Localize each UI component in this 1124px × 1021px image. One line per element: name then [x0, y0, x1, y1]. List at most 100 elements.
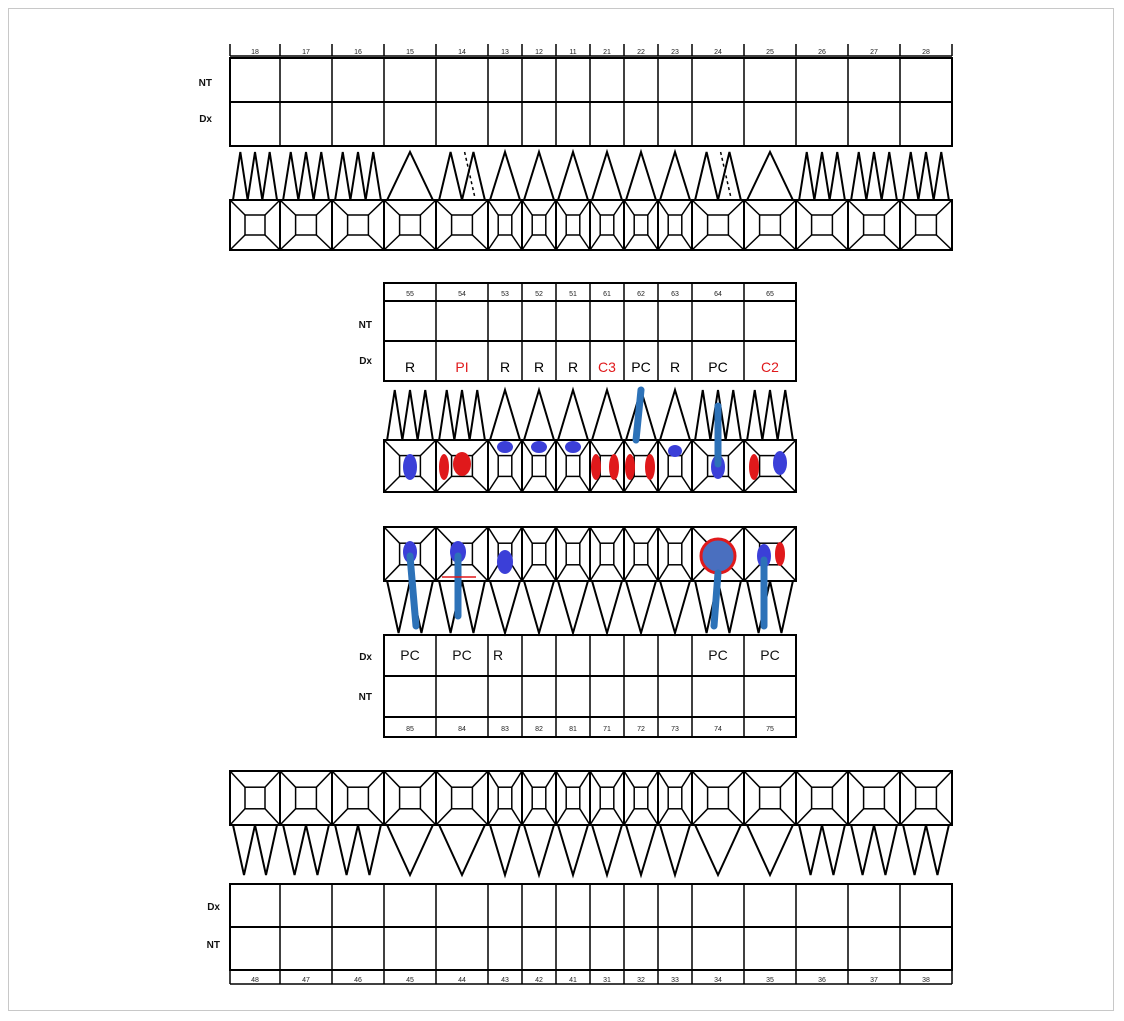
crown-line	[472, 200, 488, 215]
crown-line	[436, 809, 452, 825]
tooth-roots	[799, 152, 845, 200]
tooth-roots	[490, 825, 520, 875]
crown-line	[624, 565, 634, 581]
lesion-mark	[497, 441, 513, 453]
crown-line	[420, 440, 436, 456]
crown-line	[332, 809, 348, 825]
dx-value: PI	[455, 359, 468, 375]
crown-line	[546, 527, 556, 543]
crown-line	[546, 771, 556, 787]
crown-occlusal	[624, 200, 658, 250]
dx-value: PC	[708, 359, 727, 375]
crown-line	[316, 200, 332, 215]
crown-line	[624, 771, 634, 787]
crown-occlusal	[692, 200, 744, 250]
crown-occlusal	[590, 527, 624, 581]
dx-value: PC	[452, 647, 471, 663]
crown-line	[512, 771, 522, 787]
root-dashed	[465, 152, 475, 198]
tooth-roots	[439, 581, 485, 633]
crown-line	[512, 440, 522, 456]
crown-line	[472, 440, 488, 456]
root-triangle	[439, 390, 454, 440]
crown-line	[436, 527, 452, 543]
tooth-number: 54	[458, 291, 466, 298]
tooth-number: 23	[671, 49, 679, 56]
crown-line	[580, 476, 590, 492]
dx-value: R	[493, 647, 503, 663]
tooth-number: 13	[501, 49, 509, 56]
tooth-roots	[439, 390, 485, 440]
crown-line	[744, 771, 760, 787]
root-triangle	[233, 152, 248, 200]
crown-occlusal	[436, 771, 488, 825]
tooth-number: 33	[671, 977, 679, 984]
root-triangle	[335, 152, 350, 200]
crown-line	[692, 809, 708, 825]
crown-inner	[864, 787, 885, 809]
crown-inner	[812, 787, 833, 809]
tooth-roots	[747, 390, 793, 440]
tooth-roots	[490, 152, 520, 200]
crown-line	[556, 809, 566, 825]
crown-line	[488, 476, 498, 492]
crown-line	[900, 200, 916, 215]
crown-line	[368, 771, 384, 787]
crown-line	[692, 527, 708, 543]
tooth-number: 11	[569, 49, 576, 56]
primary-lower-section: DxNTPCPCRPCPC85848382817172737475	[359, 527, 796, 737]
tooth-roots	[626, 152, 656, 200]
crown-line	[436, 235, 452, 250]
primary-upper-grid	[384, 301, 796, 381]
crown-line	[522, 527, 532, 543]
crown-line	[682, 235, 692, 250]
tooth-roots	[660, 390, 690, 440]
dx-value: PC	[631, 359, 650, 375]
crown-inner	[566, 543, 580, 565]
crown-line	[522, 565, 532, 581]
crown-inner	[708, 215, 729, 235]
tooth-number: 84	[458, 726, 466, 733]
crown-line	[936, 235, 952, 250]
root-triangle	[695, 390, 710, 440]
root-triangle	[524, 825, 554, 875]
tooth-number: 52	[535, 291, 543, 298]
lesion-mark	[701, 539, 735, 573]
root-canal-mark	[410, 556, 416, 626]
crown-line	[488, 200, 498, 215]
lesion-mark	[668, 445, 682, 457]
crown-line	[614, 200, 624, 215]
crown-line	[280, 200, 296, 215]
crown-line	[692, 476, 708, 492]
tooth-number: 51	[569, 291, 577, 298]
crown-line	[384, 809, 400, 825]
crown-line	[556, 200, 566, 215]
crown-occlusal	[522, 771, 556, 825]
dx-value: C2	[761, 359, 779, 375]
crown-line	[580, 200, 590, 215]
tooth-roots	[233, 825, 277, 875]
root-triangle	[350, 152, 365, 200]
crown-line	[744, 200, 760, 215]
root-triangle	[454, 390, 469, 440]
tooth-roots	[903, 825, 949, 875]
crown-occlusal	[436, 200, 488, 250]
crown-line	[580, 771, 590, 787]
root-triangle	[366, 152, 381, 200]
tooth-roots	[626, 825, 656, 875]
tooth-roots	[660, 152, 690, 200]
crown-occlusal	[658, 527, 692, 581]
tooth-number: 83	[501, 726, 509, 733]
crown-line	[280, 771, 296, 787]
crown-line	[744, 235, 760, 250]
crown-line	[780, 200, 796, 215]
crown-line	[590, 809, 600, 825]
crown-line	[556, 527, 566, 543]
crown-inner	[296, 215, 317, 235]
tooth-roots	[695, 152, 741, 200]
permanent-lower-grid	[230, 884, 952, 970]
crown-line	[590, 771, 600, 787]
crown-line	[682, 565, 692, 581]
root-triangle	[462, 581, 485, 633]
